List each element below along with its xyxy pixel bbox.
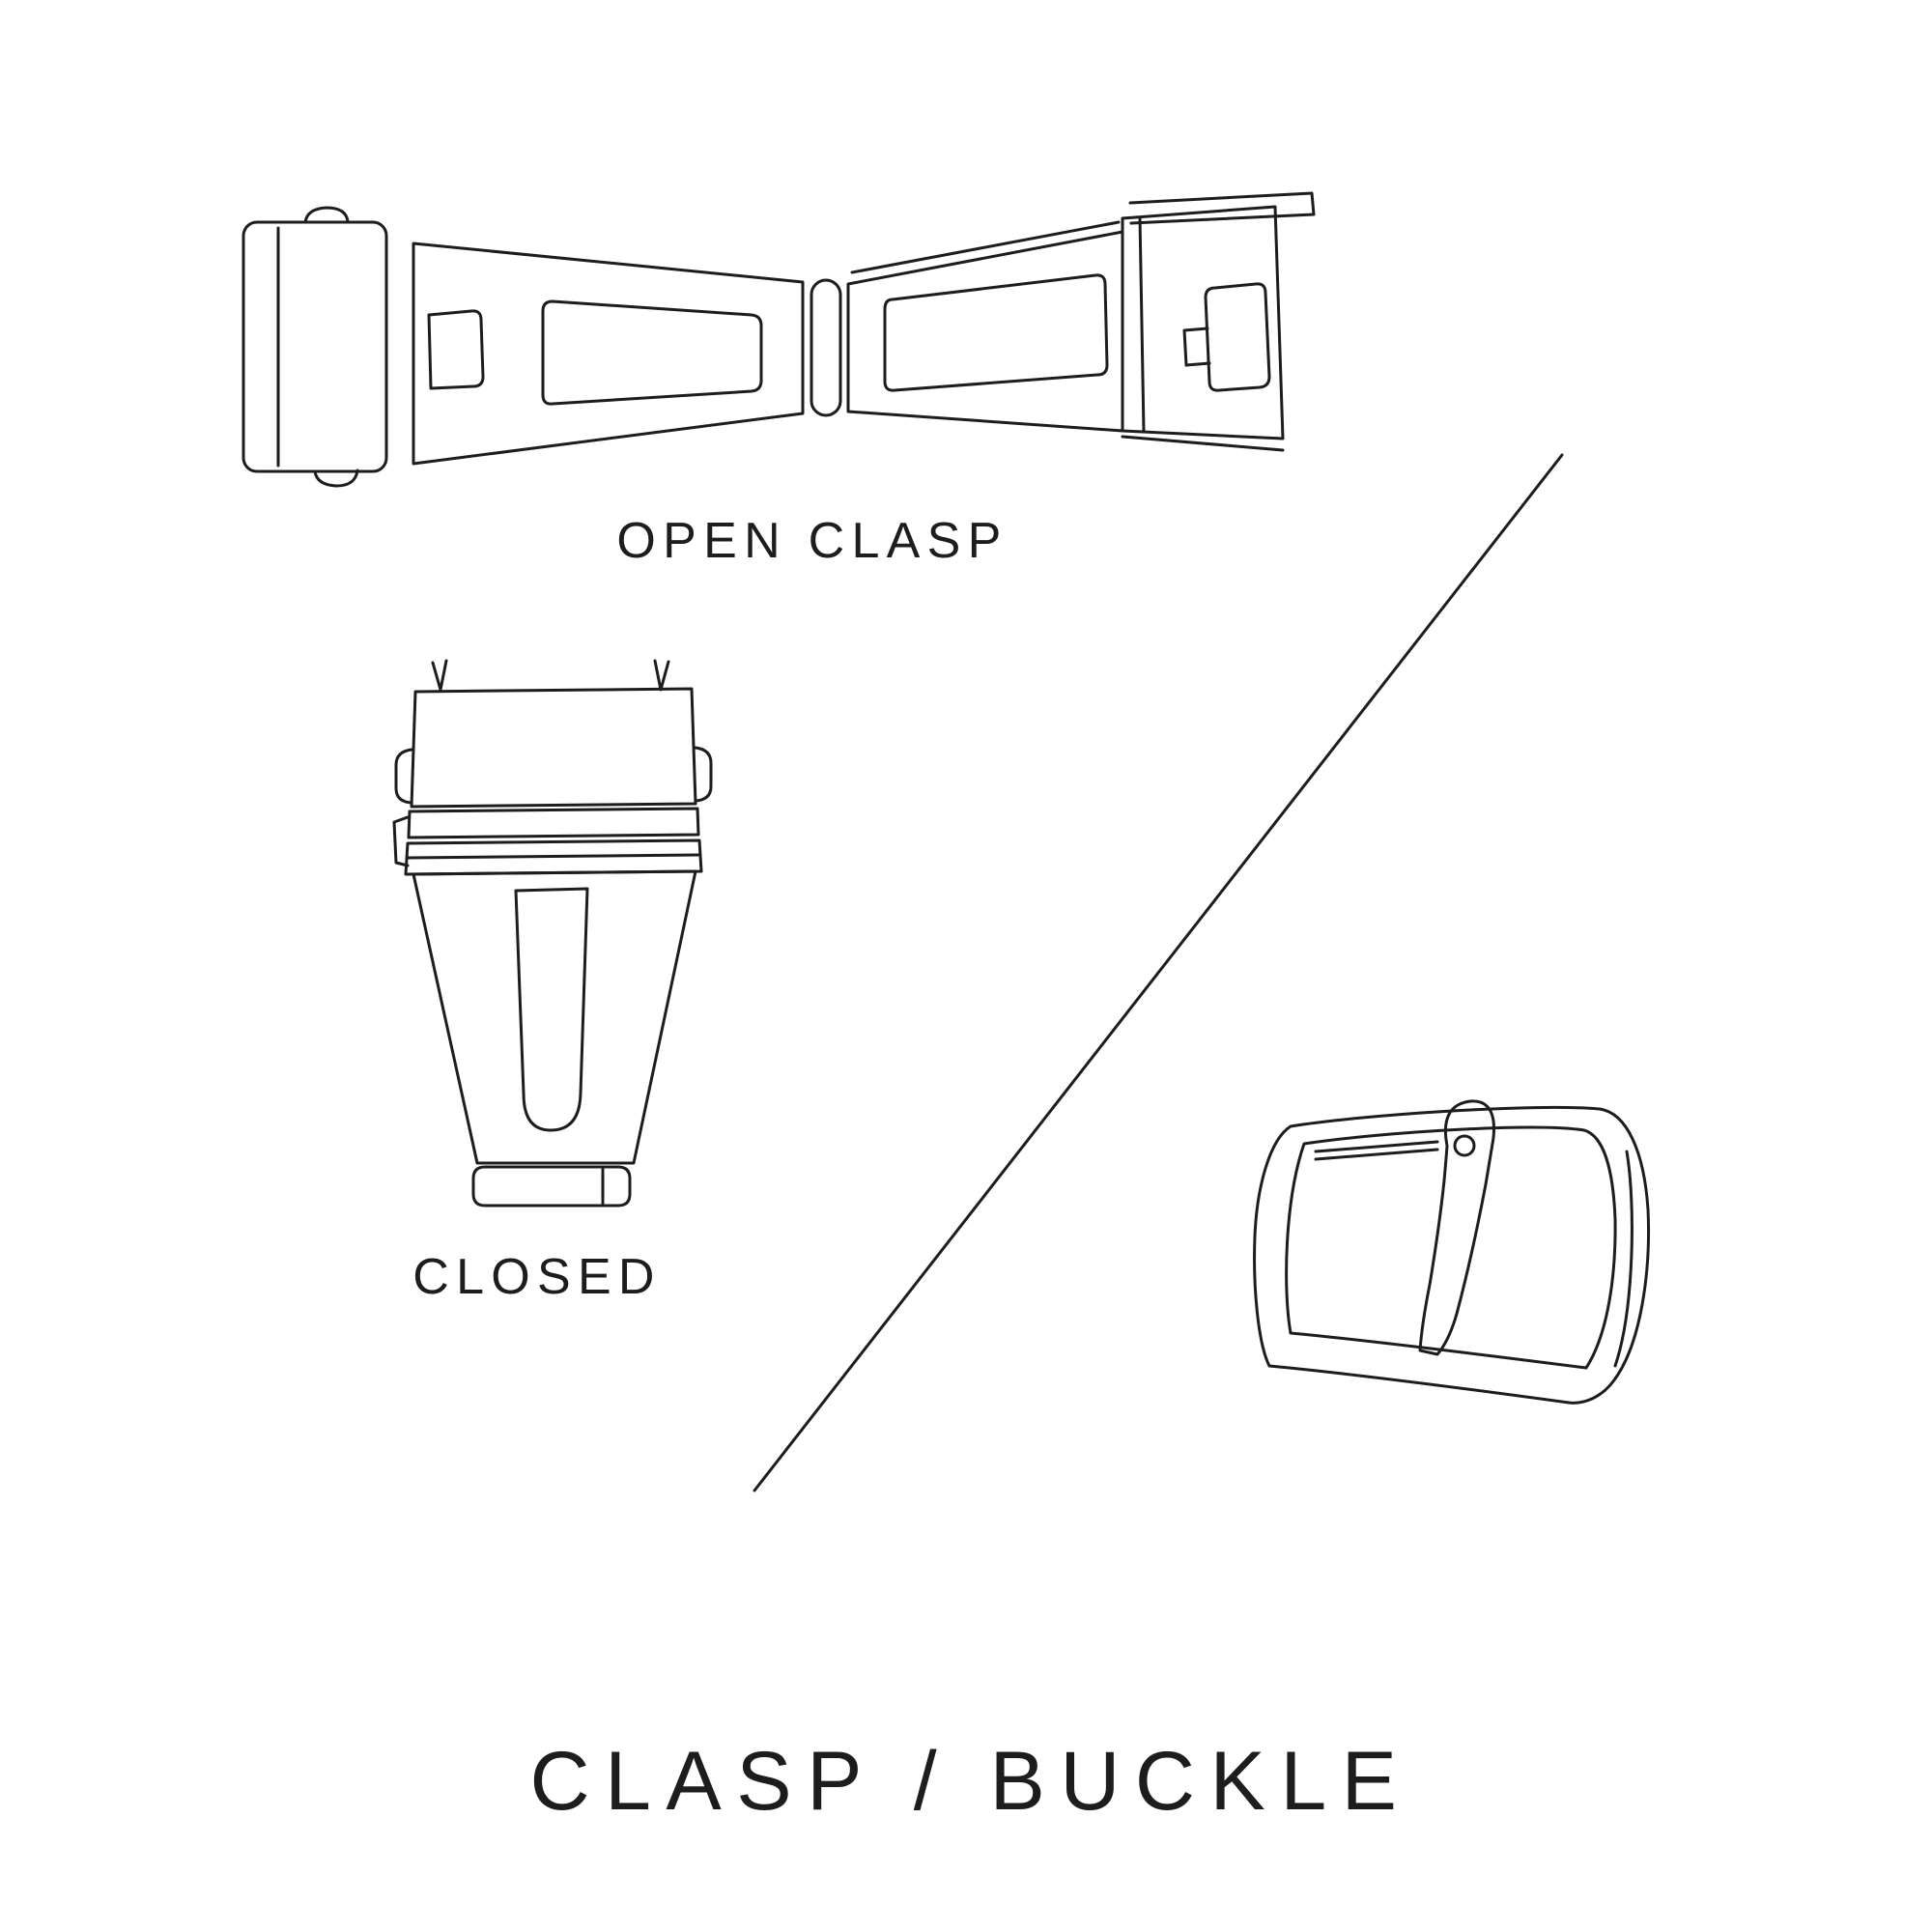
open-clasp-hinge xyxy=(810,278,842,417)
diagonal-divider-line xyxy=(753,453,1564,1492)
closed-clasp-hinge-bands xyxy=(392,807,703,876)
open-clasp-illustration xyxy=(242,191,1316,488)
open-clasp-end-link xyxy=(242,206,388,488)
buckle-illustration xyxy=(1253,1099,1650,1405)
buckle-frame xyxy=(1253,1105,1650,1405)
buckle-pin xyxy=(1314,1099,1495,1356)
closed-clasp-top-block xyxy=(394,687,713,809)
open-clasp-right-plate xyxy=(846,191,1316,452)
page-title: CLASP / BUCKLE xyxy=(529,1735,1412,1828)
closed-clasp-body xyxy=(412,869,697,1165)
open-clasp-left-plate xyxy=(412,242,805,466)
closed-clasp-illustration xyxy=(392,659,713,1208)
open-clasp-label: OPEN CLASP xyxy=(616,513,1009,569)
closed-clasp-prongs xyxy=(431,659,670,692)
closed-clasp-foot xyxy=(471,1165,632,1208)
closed-clasp-label: CLOSED xyxy=(412,1249,662,1305)
